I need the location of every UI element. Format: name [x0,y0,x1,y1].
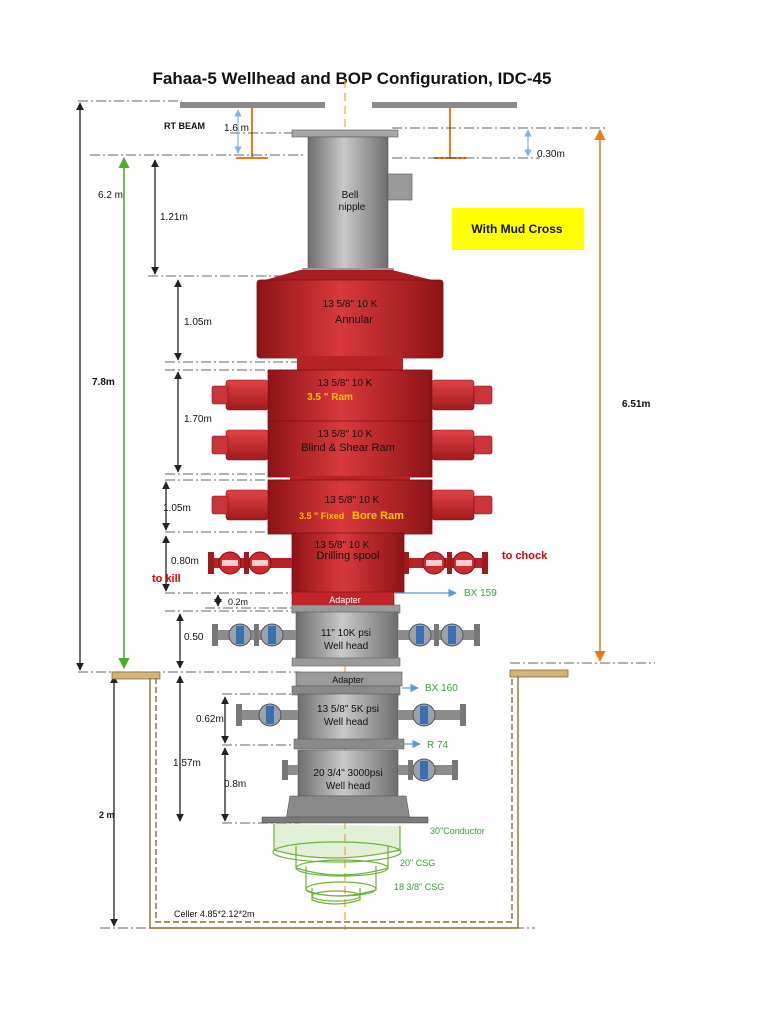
wellhead-20-3-4-size-label: 20 3/4" 3000psi [313,768,382,779]
blind-ram-bonnet-right [431,429,475,461]
fixed-ram-piston-left [211,495,229,515]
dim-6-51-label: 6.51m [622,399,650,410]
wellhead-11in-base [291,657,401,667]
wellhead-13-5-8-base [293,738,405,750]
cellar-label: Celler 4.85*2.12*2m [174,909,255,919]
fixed-ram-bonnet-left [225,489,269,521]
annular-top-cone [258,270,440,282]
rig-floor-beam-left [180,102,325,108]
mud-cross-note-box [452,208,584,250]
casing-strings [272,824,402,905]
wellhead-13-5-8-name-label: Well head [324,717,368,728]
dim-1-57-label: 1.57m [173,758,201,769]
dim-0-30-label: 0.30m [537,149,565,160]
bell-nipple-flowline-outlet [387,173,413,201]
dim-0-80-label: 0.80m [171,556,199,567]
dim-6-2-label: 6.2 m [98,190,123,201]
bell-nipple-flange [291,129,399,138]
bx160-label: BX 160 [425,683,458,694]
wellhead-20-3-4-name-label: Well head [326,781,370,792]
ram-spacer [290,476,410,482]
rt-beam-label: RT BEAM [164,121,205,131]
pipe-ram-body [267,369,433,423]
annular-size-label: 13 5/8" 10 K [323,299,378,310]
conductor-label: 30"Conductor [430,826,485,836]
annular-ram-neck [297,356,403,372]
dim-1-70-label: 1.70m [184,414,212,425]
wellhead-11in-size-label: 11" 10K psi [321,628,371,639]
fixed-ram-size-label: 13 5/8" 10 K [325,495,380,506]
blind-ram-piston-right [473,435,493,455]
blind-ram-piston-left [211,435,229,455]
pipe-ram-bonnet-right [431,379,475,411]
adapter-2-label: Adapter [332,675,364,685]
casing-18-3-8-label: 18 3/8" CSG [394,882,444,892]
annular-name-label: Annular [335,314,373,326]
fixed-bore-ram-body [267,479,433,535]
choke-line-valves [404,551,488,575]
blind-ram-bonnet-left [225,429,269,461]
component-labels: RT BEAM Bell nipple With Mud Cross 13 5/… [152,121,563,919]
rig-floor-beam-right [372,102,517,108]
pipe-ram-bonnet-left [225,379,269,411]
wellhead-11in-name-label: Well head [324,641,368,652]
pipe-ram-piston-right [473,385,493,405]
blind-shear-ram-body [267,420,433,478]
to-chock-label: to chock [502,550,548,562]
bx159-label: BX 159 [464,588,497,599]
wellhead-11in-valves [212,623,480,647]
casing-20-label: 20" CSG [400,858,435,868]
spool-name-label: Drilling spool [317,550,380,562]
wellhead-base-plate [285,795,411,821]
blind-ram-name-label: Blind & Shear Ram [301,442,395,454]
bell-nipple-body [307,136,389,271]
wellhead-13-5-8-body [297,693,399,741]
dimension-labels: 1.6 m 0.30m 6.2 m 1.21m 7.8m 6.51m 1.05m… [92,123,650,820]
dim-1-21-label: 1.21m [160,212,188,223]
dim-1-05b-label: 1.05m [163,503,191,514]
pipe-ram-size-label: 13 5/8" 10 K [318,378,373,389]
dim-0-62-label: 0.62m [196,714,224,725]
dimension-arrows [76,102,229,927]
r74-label: R 74 [427,740,449,751]
pipe-ram-piston-left [211,385,229,405]
kill-line-valves [208,551,292,575]
dim-0-2-label: 0.2m [228,597,248,607]
bell-nipple-label-2: nipple [339,202,366,213]
dim-0-8-label: 0.8m [224,779,246,790]
to-kill-label: to kill [152,573,181,585]
dim-1-6-label: 1.6 m [224,123,249,134]
adapter-1-label: Adapter [329,595,361,605]
wellhead-13-5-8-size-label: 13 5/8" 5K psi [317,704,379,715]
wellhead-20-3-4-valves [282,758,458,782]
wellhead-11in-body [295,611,399,661]
bell-nipple-label-1: Bell [342,190,359,201]
wellhead-13-5-8-valves [236,703,466,727]
mud-cross-note: With Mud Cross [471,222,563,236]
dim-1-05a-label: 1.05m [184,317,212,328]
fixed-ram-bonnet-right [431,489,475,521]
wellhead-20-3-4-body [297,749,399,797]
conductor-landing-plate [261,816,429,824]
dim-2-label: 2 m [99,810,115,820]
fixed-ram-name-a: 3.5 " Fixed [299,511,344,521]
blind-ram-size-label: 13 5/8" 10 K [318,429,373,440]
fixed-ram-name-b: Bore Ram [352,510,404,522]
spool-size-label: 13 5/8" 10 K [315,540,370,551]
ring-gasket-2 [291,685,401,696]
dim-7-8-label: 7.8m [92,377,115,388]
small-dimension-arrows [234,109,532,157]
diagram-title: Fahaa-5 Wellhead and BOP Configuration, … [153,69,552,88]
drilling-spool [291,532,405,594]
pipe-ram-name-label: 3.5 " Ram [307,392,353,403]
dim-0-50-label: 0.50 [184,632,204,643]
cellar-pit [111,669,569,929]
fixed-ram-piston-right [473,495,493,515]
